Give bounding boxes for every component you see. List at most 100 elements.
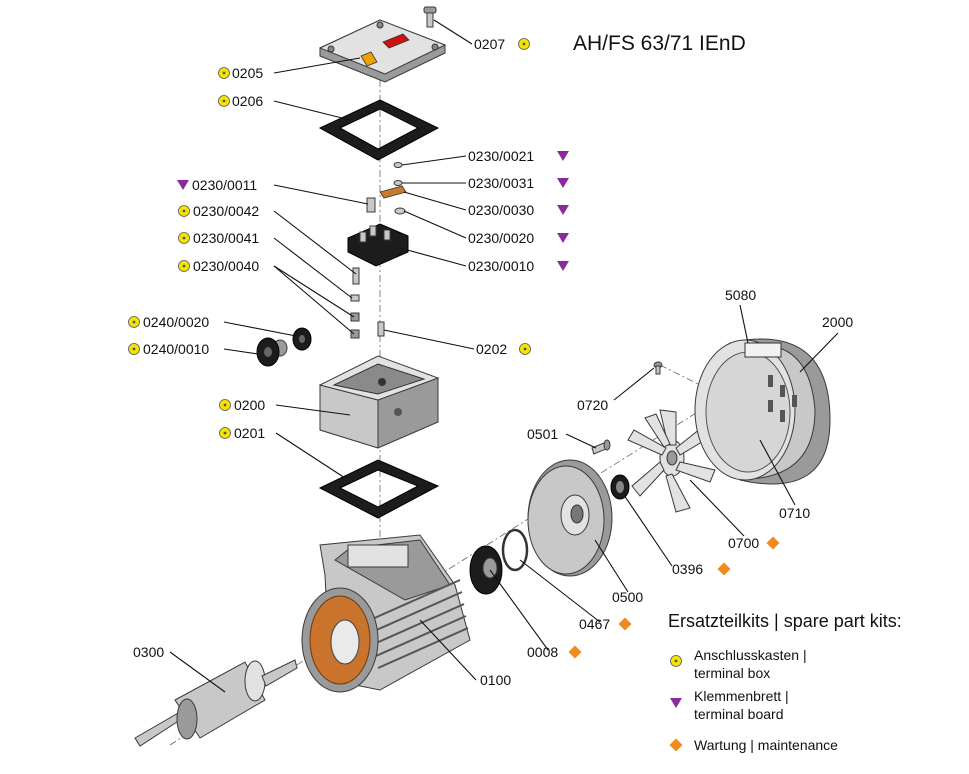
leader-0230-0010: [399, 247, 467, 267]
legend-terminal-box-marker: [670, 655, 682, 667]
label-0230-0031: 0230/0031: [468, 175, 534, 191]
leader-0201: [275, 432, 346, 479]
label-0230-0030: 0230/0030: [468, 202, 534, 218]
spare-part-kits-legend: Ersatzteilkits | spare part kits: Anschl…: [668, 611, 902, 753]
maintenance-kit-marker: [568, 645, 582, 659]
rotor-0300: [134, 659, 298, 747]
maintenance-kit-marker: [766, 536, 780, 550]
terminal-board-kit-marker: [557, 178, 569, 188]
bearing-0008: [469, 545, 503, 595]
terminal-box-kit-marker: [218, 95, 230, 107]
label-0207: 0207: [474, 36, 505, 52]
leader-0230-0040: [273, 265, 355, 335]
leader-0396: [623, 494, 673, 567]
terminal-box-kit-marker: [219, 427, 231, 439]
leader-0008: [489, 569, 549, 651]
legend-item-maintenance: Wartung | maintenance: [694, 737, 838, 753]
leader-0230-0021: [401, 155, 467, 166]
label-0500: 0500: [612, 589, 643, 605]
leader-2000: [799, 332, 839, 373]
label-0501: 0501: [527, 426, 558, 442]
terminal-box-kit-marker: [219, 399, 231, 411]
terminal-board-parts: [347, 162, 409, 339]
label-0230-0011: 0230/0011: [192, 177, 257, 193]
leader-0230-0042: [273, 210, 357, 275]
label-0230-0020: 0230/0020: [468, 230, 534, 246]
assembly-axes: [169, 20, 781, 746]
label-0230-0010: 0230/0010: [468, 258, 534, 274]
leader-0500: [594, 539, 629, 593]
terminal-box-0200: [318, 355, 440, 449]
leader-0240-0020: [223, 321, 297, 337]
leader-0230-0011: [273, 184, 369, 205]
screw-0501: [591, 439, 611, 455]
label-0201: 0201: [234, 425, 265, 441]
label-0710: 0710: [779, 505, 810, 521]
maintenance-kit-marker: [717, 562, 731, 576]
label-0008: 0008: [527, 644, 558, 660]
leader-lines: [169, 19, 839, 693]
terminal-box-kit-marker: [128, 343, 140, 355]
screw-0207: [423, 6, 437, 28]
label-0230-0040: 0230/0040: [193, 258, 259, 274]
terminal-box-kit-marker: [178, 232, 190, 244]
leader-0202: [383, 329, 475, 350]
legend-title: Ersatzteilkits | spare part kits:: [668, 611, 902, 631]
leader-0206: [273, 100, 351, 121]
leader-0720: [613, 367, 655, 401]
leader-0100: [419, 619, 477, 681]
terminal-box-kit-marker: [519, 343, 531, 355]
legend-terminal-board-marker: [670, 698, 682, 708]
leader-0230-0040: [273, 265, 355, 318]
label-0240-0010: 0240/0010: [143, 341, 209, 357]
leader-0300: [169, 651, 226, 693]
label-0396: 0396: [672, 561, 703, 577]
label-0200: 0200: [234, 397, 265, 413]
terminal-board-kit-marker: [177, 180, 189, 190]
leader-0207: [433, 19, 473, 45]
terminal-box-kit-marker: [178, 260, 190, 272]
end-shield-0500: [527, 459, 613, 577]
label-0100: 0100: [480, 672, 511, 688]
legend-item-terminal-board-line1: Klemmenbrett |: [694, 688, 789, 704]
terminal-box-kit-marker: [218, 67, 230, 79]
screw-0720: [653, 361, 663, 375]
leader-0200: [275, 404, 351, 416]
label-0700: 0700: [728, 535, 759, 551]
label-0206: 0206: [232, 93, 263, 109]
terminal-box-kit-marker: [128, 316, 140, 328]
label-0205: 0205: [232, 65, 263, 81]
terminal-box-lid-0205: [318, 19, 447, 83]
fan-cover-0710: [694, 338, 831, 485]
leader-0230-0030: [403, 191, 467, 211]
leader-0230-0020: [403, 210, 467, 239]
leader-0240-0010: [223, 348, 259, 355]
label-2000: 2000: [822, 314, 853, 330]
label-0300: 0300: [133, 644, 164, 660]
label-0467: 0467: [579, 616, 610, 632]
terminal-board-kit-marker: [557, 261, 569, 271]
legend-item-terminal-box-line2: terminal box: [694, 665, 770, 681]
legend-item-terminal-board-line2: terminal board: [694, 706, 784, 722]
maintenance-kit-marker: [618, 617, 632, 631]
leader-0710: [759, 439, 796, 506]
motor-housing-0100: [301, 534, 471, 693]
label-5080: 5080: [725, 287, 756, 303]
leader-0700: [689, 479, 745, 537]
terminal-board-kit-marker: [557, 233, 569, 243]
diagram-title: AH/FS 63/71 IEnD: [573, 32, 746, 55]
terminal-box-kit-marker: [178, 205, 190, 217]
seal-0396: [610, 474, 630, 500]
leader-0467: [519, 559, 601, 623]
kit-markers: [128, 38, 780, 659]
part-labels: 0207 0205 0206 0230/0021 0230/0031 0230/…: [133, 36, 853, 688]
cable-glands-0240: [256, 327, 312, 367]
gasket-0201: [318, 459, 440, 519]
label-0230-0042: 0230/0042: [193, 203, 259, 219]
label-0202: 0202: [476, 341, 507, 357]
label-0240-0020: 0240/0020: [143, 314, 209, 330]
terminal-board-kit-marker: [557, 205, 569, 215]
gasket-0206: [318, 99, 440, 161]
leader-0501: [565, 433, 597, 449]
